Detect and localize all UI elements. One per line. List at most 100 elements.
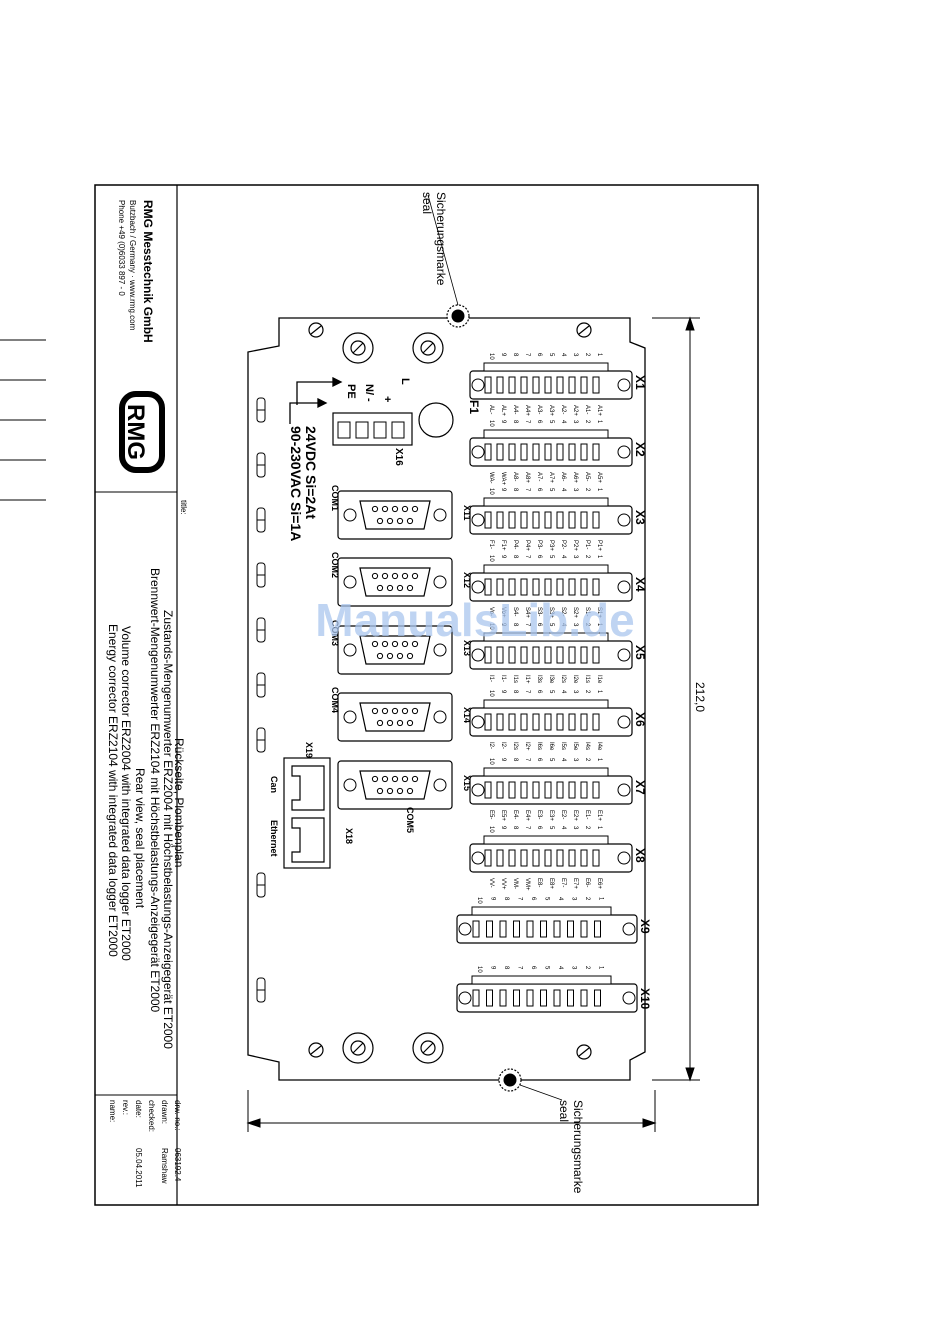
terminal-pin bbox=[484, 376, 492, 394]
screw-slot bbox=[422, 1042, 434, 1054]
pin-signal: I1- bbox=[488, 675, 494, 682]
terminal-pin bbox=[499, 989, 507, 1007]
terminal-pin bbox=[532, 511, 540, 529]
title-lines: Rückseite, Plombenplan Zustands-Mengenum… bbox=[106, 568, 186, 1049]
terminal-pin bbox=[484, 578, 492, 596]
terminal-screw bbox=[622, 991, 636, 1005]
pin-signal: Vo+ bbox=[500, 607, 506, 618]
terminal-pin bbox=[472, 989, 480, 1007]
pin-number: 5 bbox=[548, 488, 554, 492]
terminal-pin bbox=[484, 781, 492, 799]
pin-signal: E4- bbox=[512, 810, 518, 819]
pin-number: 1 bbox=[596, 420, 602, 424]
pin-signal: A5+ bbox=[596, 472, 602, 483]
terminal-screw bbox=[471, 378, 485, 392]
dimension-212 bbox=[652, 316, 700, 1082]
dsub-pin bbox=[401, 640, 409, 648]
pin-number: 1 bbox=[596, 488, 602, 492]
com-port-screw bbox=[343, 643, 357, 657]
title-line: Energy corrector ERZ2104 with integrated… bbox=[106, 624, 120, 957]
terminal-pin bbox=[520, 578, 528, 596]
dsub-pin bbox=[376, 652, 384, 660]
terminal-pin bbox=[544, 376, 552, 394]
dsub-pin bbox=[396, 652, 404, 660]
pin-number: 7 bbox=[517, 897, 523, 901]
terminal-pin bbox=[580, 443, 588, 461]
pin-number: 8 bbox=[512, 420, 518, 424]
power-pin-labels: L + N/ - PE bbox=[345, 378, 411, 402]
terminal-header bbox=[483, 497, 609, 507]
pin-signal: E5+ bbox=[500, 810, 506, 821]
terminal-id: X6 bbox=[633, 712, 647, 727]
field-value: 063192.4 bbox=[173, 1148, 182, 1182]
terminal-pin bbox=[496, 781, 504, 799]
terminal-pin bbox=[568, 376, 576, 394]
pin-signal: E7+ bbox=[572, 878, 578, 889]
dsub-shell bbox=[359, 702, 431, 732]
terminal-pin bbox=[556, 713, 564, 731]
pin-number: 8 bbox=[503, 966, 509, 970]
pin-number: 7 bbox=[524, 623, 530, 627]
terminal-pin bbox=[508, 781, 516, 799]
pin-signal: A5- bbox=[584, 472, 590, 481]
terminal-pin bbox=[508, 849, 516, 867]
terminal-pin bbox=[520, 443, 528, 461]
pin-number: 4 bbox=[557, 966, 563, 970]
dsub-pin bbox=[411, 640, 419, 648]
terminal-pin bbox=[526, 920, 534, 938]
pin-signal: I3e bbox=[548, 675, 554, 684]
dsub-pin bbox=[381, 707, 389, 715]
pin-signal: S3+ bbox=[548, 607, 554, 618]
field-label: checked: bbox=[147, 1100, 156, 1132]
pin-number: 2 bbox=[584, 555, 590, 559]
ethernet-id-label: X18 bbox=[344, 828, 354, 844]
terminal-id: X7 bbox=[633, 780, 647, 795]
pin-label: PE bbox=[345, 384, 357, 399]
pin-number: 8 bbox=[512, 488, 518, 492]
seal-bottom-de: Sicherungsmarke bbox=[571, 1100, 585, 1194]
dsub-pin bbox=[396, 584, 404, 592]
terminal-screw bbox=[622, 922, 636, 936]
network-connector-x19: X19 Can Ethernet X18 bbox=[269, 742, 354, 869]
dsub-pin bbox=[406, 652, 414, 660]
terminal-block: 1I1e2I1s3I2e4I2s5I3e6I3s7I1+8I1s9I1-10I1… bbox=[469, 623, 647, 684]
pin-signal: A3- bbox=[536, 405, 542, 414]
pin-number: 1 bbox=[596, 758, 602, 762]
com-port-id: X13 bbox=[462, 640, 472, 656]
pin-number: 10 bbox=[488, 555, 494, 562]
pin-number: 7 bbox=[517, 966, 523, 970]
pin-number: 6 bbox=[536, 420, 542, 424]
terminal-pin bbox=[556, 646, 564, 664]
terminal-pin bbox=[580, 646, 588, 664]
dsub-pin bbox=[386, 652, 394, 660]
terminal-id: X2 bbox=[633, 442, 647, 457]
pin-signal: A8- bbox=[512, 472, 518, 481]
pin-number: 9 bbox=[500, 555, 506, 559]
terminal-pin bbox=[508, 443, 516, 461]
terminal-pin bbox=[544, 781, 552, 799]
pin-number: 9 bbox=[500, 690, 506, 694]
terminal-pin bbox=[484, 646, 492, 664]
terminal-block: 1E6+2E6-3E7+4E7-5E8+6E8-7VM+8VM-9VV+10VV… bbox=[469, 826, 647, 891]
pin-number: 1 bbox=[596, 623, 602, 627]
pin-number: 10 bbox=[476, 966, 482, 973]
pin-signal: F1- bbox=[488, 540, 494, 549]
com-port-id: X14 bbox=[462, 707, 472, 723]
dsub-pin bbox=[401, 707, 409, 715]
terminal-pin bbox=[568, 511, 576, 529]
terminal-pin bbox=[486, 989, 493, 1007]
terminal-screw bbox=[471, 580, 485, 594]
dsub-pin bbox=[391, 775, 399, 783]
terminal-block: 1A5+2A5-3A6+4A6-5A7+6A7-7A8+8A8-9WA+10WA… bbox=[469, 420, 647, 485]
com-port-screw bbox=[433, 778, 447, 792]
can-label: Can bbox=[269, 776, 279, 793]
pin-signal: A4+ bbox=[524, 405, 530, 416]
field-label: rev.: bbox=[121, 1100, 130, 1115]
dsub-pin bbox=[386, 719, 394, 727]
terminal-screw bbox=[617, 513, 631, 527]
com-port-screw bbox=[343, 575, 357, 589]
pin-signal: P1- bbox=[584, 540, 590, 549]
pin-signal: P2+ bbox=[572, 540, 578, 551]
